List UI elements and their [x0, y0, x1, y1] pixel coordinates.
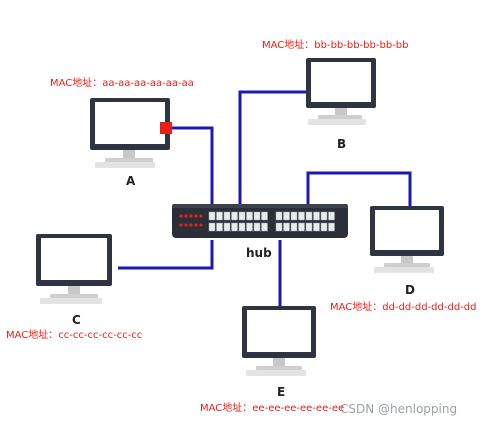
computer-label-e: E: [277, 385, 286, 399]
computer-label-d: D: [405, 283, 415, 297]
hub-port: [223, 211, 231, 221]
hub-port: [283, 211, 290, 221]
mac-label-c: MAC地址：cc-cc-cc-cc-cc-cc: [6, 330, 143, 341]
status-light: [179, 214, 183, 218]
computer-label-a: A: [126, 174, 136, 188]
hub-port: [253, 211, 261, 221]
status-light: [199, 223, 203, 227]
cable-b: [238, 90, 308, 210]
computer-label-b: B: [337, 137, 347, 151]
hub-ports-right: [275, 211, 335, 232]
hub-port: [328, 211, 335, 221]
mac-label-b: MAC地址：bb-bb-bb-bb-bb-bb: [262, 40, 409, 51]
hub-port: [238, 211, 246, 221]
cable-d: [306, 171, 412, 208]
status-light: [189, 214, 193, 218]
status-light: [194, 223, 198, 227]
status-light: [194, 214, 198, 218]
mac-label-e: MAC地址：ee-ee-ee-ee-ee-ee: [200, 403, 345, 414]
status-light: [184, 214, 188, 218]
port-highlight: [160, 122, 172, 134]
hub-port: [305, 211, 313, 221]
hub-port: [216, 222, 223, 232]
hub-port: [283, 222, 290, 232]
hub-port: [320, 211, 328, 221]
hub-port: [328, 222, 335, 232]
hub-port: [275, 211, 283, 221]
mac-label-a: MAC地址：aa-aa-aa-aa-aa-aa: [50, 78, 194, 89]
hub-port: [253, 222, 261, 232]
hub-port: [275, 222, 283, 232]
hub-port: [313, 222, 320, 232]
cable-c: [118, 240, 214, 270]
hub-port: [231, 211, 238, 221]
hub-port: [216, 211, 223, 221]
hub-ports-left: [208, 211, 268, 232]
hub-port: [238, 222, 246, 232]
hub-port: [261, 222, 268, 232]
computer-e: [242, 306, 316, 376]
computer-label-c: C: [72, 313, 81, 327]
hub-port: [223, 222, 231, 232]
cables: [118, 90, 412, 308]
hub-port: [305, 222, 313, 232]
hub-label: hub: [246, 246, 272, 260]
computer-b: [306, 58, 376, 125]
watermark: CSDN @henlopping: [340, 402, 458, 416]
hub-port: [231, 222, 238, 232]
status-light: [184, 223, 188, 227]
hub-port: [298, 222, 305, 232]
hub-status-lights: [179, 214, 203, 227]
hub-port: [246, 222, 253, 232]
computer-d: [370, 206, 444, 273]
hub-port: [298, 211, 305, 221]
computer-a: [90, 98, 172, 168]
hub-port: [246, 211, 253, 221]
status-light: [199, 214, 203, 218]
status-light: [179, 223, 183, 227]
mac-label-d: MAC地址：dd-dd-dd-dd-dd-dd: [330, 302, 477, 313]
hub-port: [208, 222, 216, 232]
hub-port: [208, 211, 216, 221]
hub-port: [313, 211, 320, 221]
hub-port: [290, 222, 298, 232]
computer-c: [36, 234, 112, 304]
cable-a: [172, 126, 214, 210]
status-light: [189, 223, 193, 227]
hub-port: [290, 211, 298, 221]
hub-port: [261, 211, 268, 221]
hub-port: [320, 222, 328, 232]
hub: [172, 204, 348, 238]
